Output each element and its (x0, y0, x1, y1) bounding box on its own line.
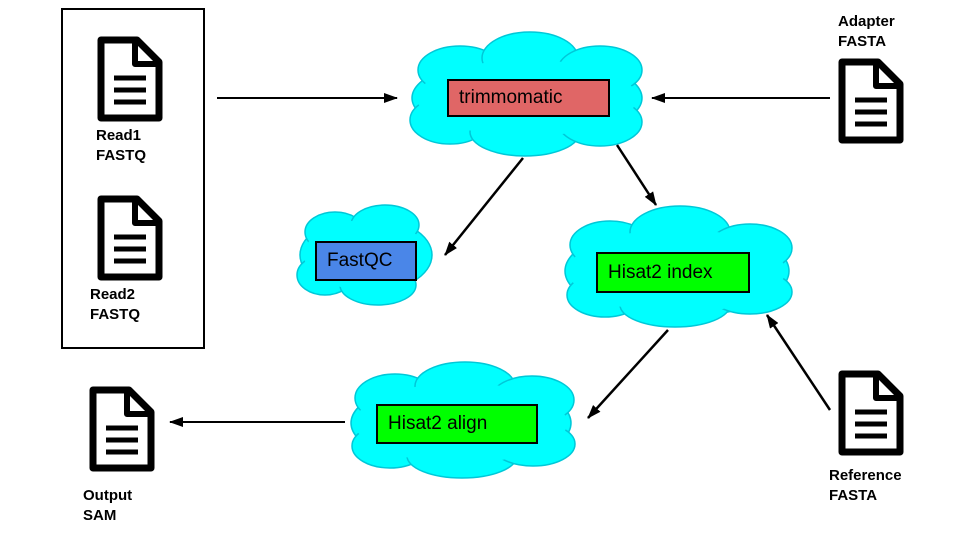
output-label-line2: SAM (83, 507, 117, 524)
read1-label-line1: Read1 (96, 127, 142, 144)
adapter-label-line1: Adapter (838, 13, 895, 30)
read2-label-line2: FASTQ (90, 306, 141, 323)
hisat2-index-box: Hisat2 index (596, 252, 750, 293)
output-label-line1: Output (83, 487, 133, 504)
adapter-label-line2: FASTA (838, 33, 887, 50)
read2-label: Read2 FASTQ (90, 285, 140, 325)
read1-document-icon (101, 40, 159, 118)
read2-label-line1: Read2 (90, 286, 136, 303)
arrow-trimmomatic-to-hisat2-index (615, 144, 658, 206)
reference-document-icon (842, 374, 900, 452)
adapter-label: Adapter FASTA (838, 12, 895, 52)
reference-label: Reference FASTA (829, 466, 902, 506)
read1-label: Read1 FASTQ (96, 126, 146, 166)
arrow-trimmomatic-to-fastqc (444, 157, 524, 256)
trimmomatic-box: trimmomatic (447, 79, 610, 117)
input-reads-frame (61, 8, 205, 349)
adapter-document-icon (842, 62, 900, 140)
fastqc-box: FastQC (315, 241, 417, 281)
hisat2-align-cloud (350, 361, 576, 479)
arrow-reference-to-hisat2-index (765, 314, 832, 411)
output-label: Output SAM (83, 486, 132, 526)
hisat2-align-box: Hisat2 align (376, 404, 538, 444)
read2-document-icon (101, 199, 159, 277)
arrow-hisat2-index-to-align (587, 329, 669, 419)
reference-label-line1: Reference (829, 467, 902, 484)
output-document-icon (93, 390, 151, 468)
reference-label-line2: FASTA (829, 487, 878, 504)
read1-label-line2: FASTQ (96, 147, 147, 164)
